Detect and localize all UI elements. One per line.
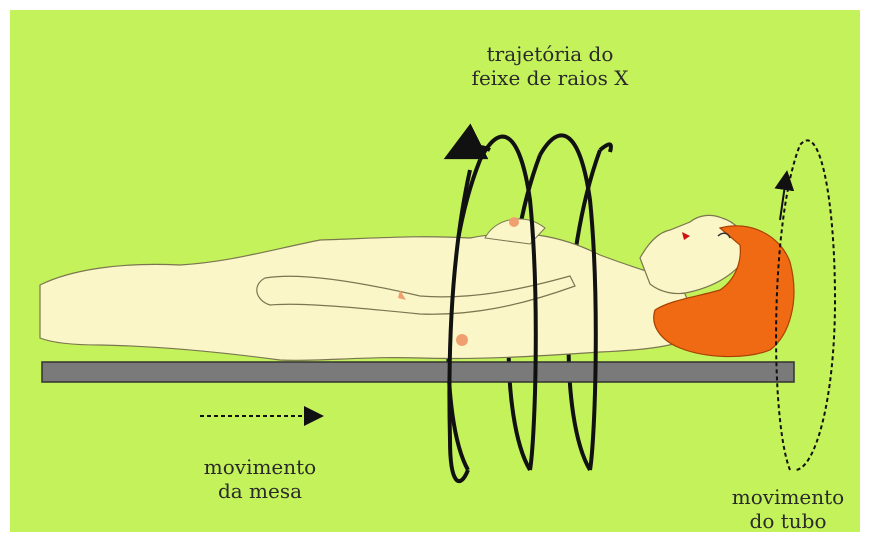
patient-nipple: [509, 217, 519, 227]
patient-table: [42, 362, 794, 382]
label-beam-trajectory: trajetória do feixe de raios X: [440, 42, 660, 90]
label-table-movement: movimento da mesa: [170, 455, 350, 503]
label-beam-line2: feixe de raios X: [440, 66, 660, 90]
label-tube-line2: do tubo: [708, 509, 868, 533]
label-tube-line1: movimento: [708, 485, 868, 509]
label-table-line2: da mesa: [170, 479, 350, 503]
label-table-line1: movimento: [170, 455, 350, 479]
label-tube-movement: movimento do tubo: [708, 485, 868, 533]
patient-nipple: [456, 334, 468, 346]
label-beam-line1: trajetória do: [440, 42, 660, 66]
